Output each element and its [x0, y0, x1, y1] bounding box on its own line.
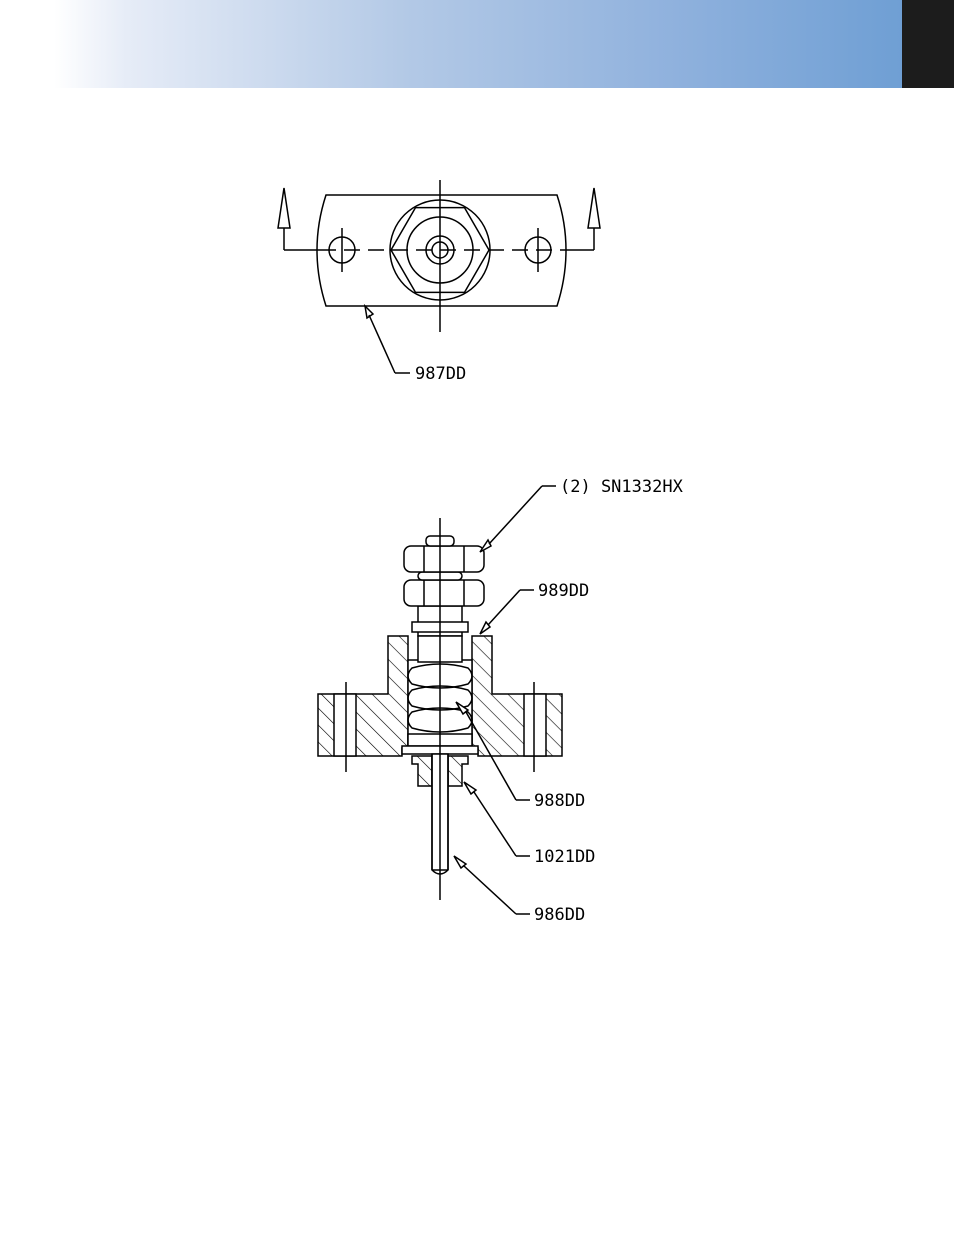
- callout-986DD: 986DD: [534, 905, 585, 925]
- leader-989DD: [480, 590, 534, 634]
- section-arrow-right: [588, 188, 600, 250]
- housing-left-hatched: [318, 636, 408, 756]
- leader-987DD: [365, 306, 410, 373]
- spigot-right-hatched: [448, 756, 468, 786]
- leader-SN1332HX: [480, 486, 556, 552]
- spigot-left-hatched: [412, 756, 432, 786]
- callout-989DD: 989DD: [538, 581, 589, 601]
- leader-986DD: [454, 856, 530, 914]
- section-arrow-left: [278, 188, 290, 250]
- callout-987DD: 987DD: [415, 364, 466, 384]
- hex-nut-upper: [404, 546, 484, 572]
- callout-988DD: 988DD: [534, 791, 585, 811]
- leader-1021DD: [464, 782, 530, 856]
- callout-SN1332HX: (2) SN1332HX: [560, 477, 684, 497]
- callout-1021DD: 1021DD: [534, 847, 595, 867]
- section-view: [318, 486, 562, 914]
- housing-right-hatched: [472, 636, 562, 756]
- hex-nut-lower: [404, 580, 484, 606]
- top-view: [278, 180, 600, 373]
